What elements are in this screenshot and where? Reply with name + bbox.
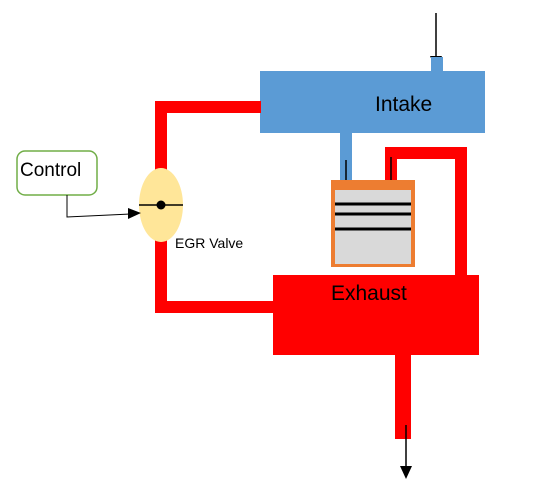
tailpipe	[395, 354, 411, 439]
exhaust-label: Exhaust	[331, 282, 407, 305]
intake-manifold	[260, 71, 485, 133]
exhaust-pipe-top	[385, 147, 467, 159]
outlet-arrow	[400, 425, 412, 479]
egr-pipe-left-lower	[155, 240, 167, 313]
intake-label: Intake	[375, 93, 433, 116]
control-box[interactable]	[16, 150, 98, 196]
valve-pivot	[156, 200, 166, 210]
exhaust-manifold	[273, 275, 479, 355]
control-signal-arrow	[66, 195, 141, 219]
engine-cylinder	[331, 180, 415, 267]
exhaust-pipe-right	[455, 147, 467, 277]
egr-pipe-left-upper	[155, 101, 167, 171]
control-label: Control	[20, 160, 82, 181]
intake-runner	[340, 132, 352, 184]
egr-valve-label: EGR Valve	[175, 235, 244, 251]
egr-pipe-bottom	[155, 301, 275, 313]
intake-inlet-stub	[431, 57, 443, 72]
egr-pipe-top	[155, 101, 261, 113]
egr-valve[interactable]	[139, 168, 183, 242]
